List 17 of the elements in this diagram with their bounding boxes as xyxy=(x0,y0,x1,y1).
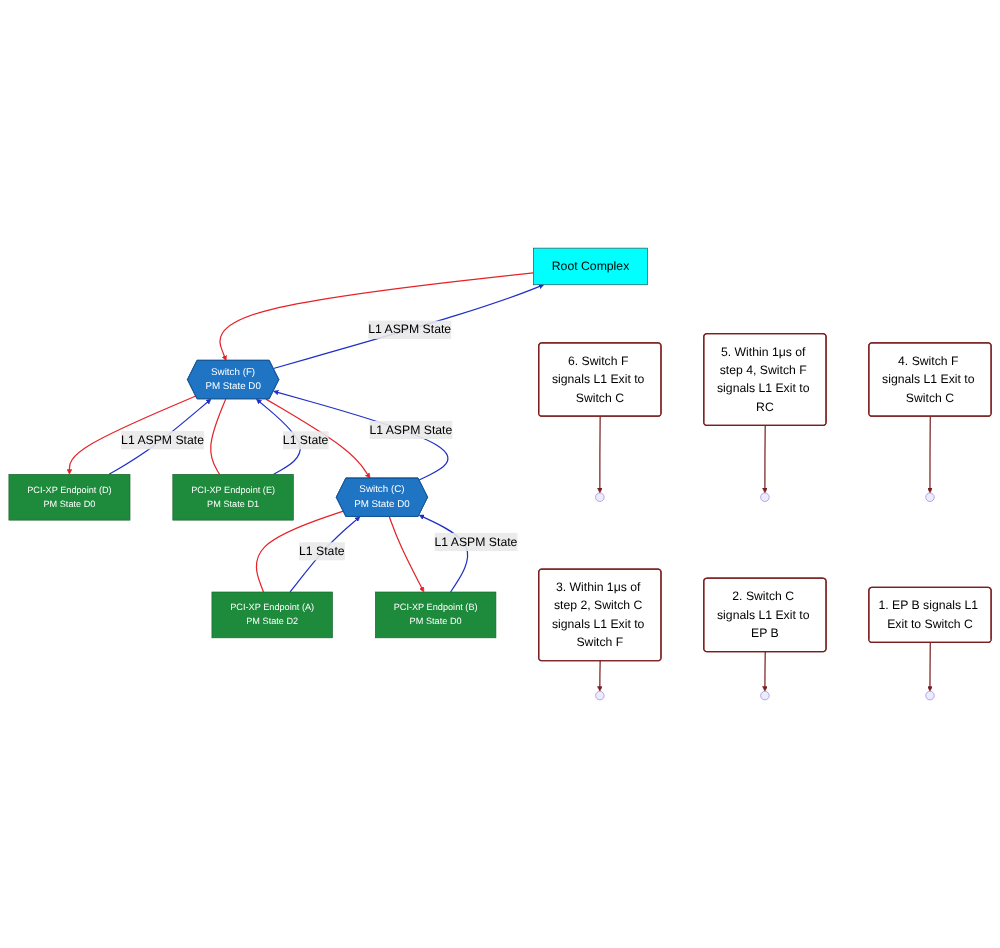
arrow xyxy=(762,651,768,692)
arrow xyxy=(272,284,545,370)
arrow xyxy=(927,642,933,692)
connector xyxy=(255,510,344,593)
arrow xyxy=(273,389,449,481)
arrow xyxy=(256,398,301,475)
arrow xyxy=(597,660,603,692)
arrow xyxy=(66,395,197,475)
arrow xyxy=(762,425,768,494)
arrow xyxy=(388,516,425,593)
arrow xyxy=(219,272,535,361)
arrow xyxy=(289,516,361,593)
arrow xyxy=(927,415,933,494)
arrow xyxy=(108,398,212,475)
arrow xyxy=(597,415,603,494)
connector xyxy=(210,398,227,475)
arrow xyxy=(265,398,371,479)
